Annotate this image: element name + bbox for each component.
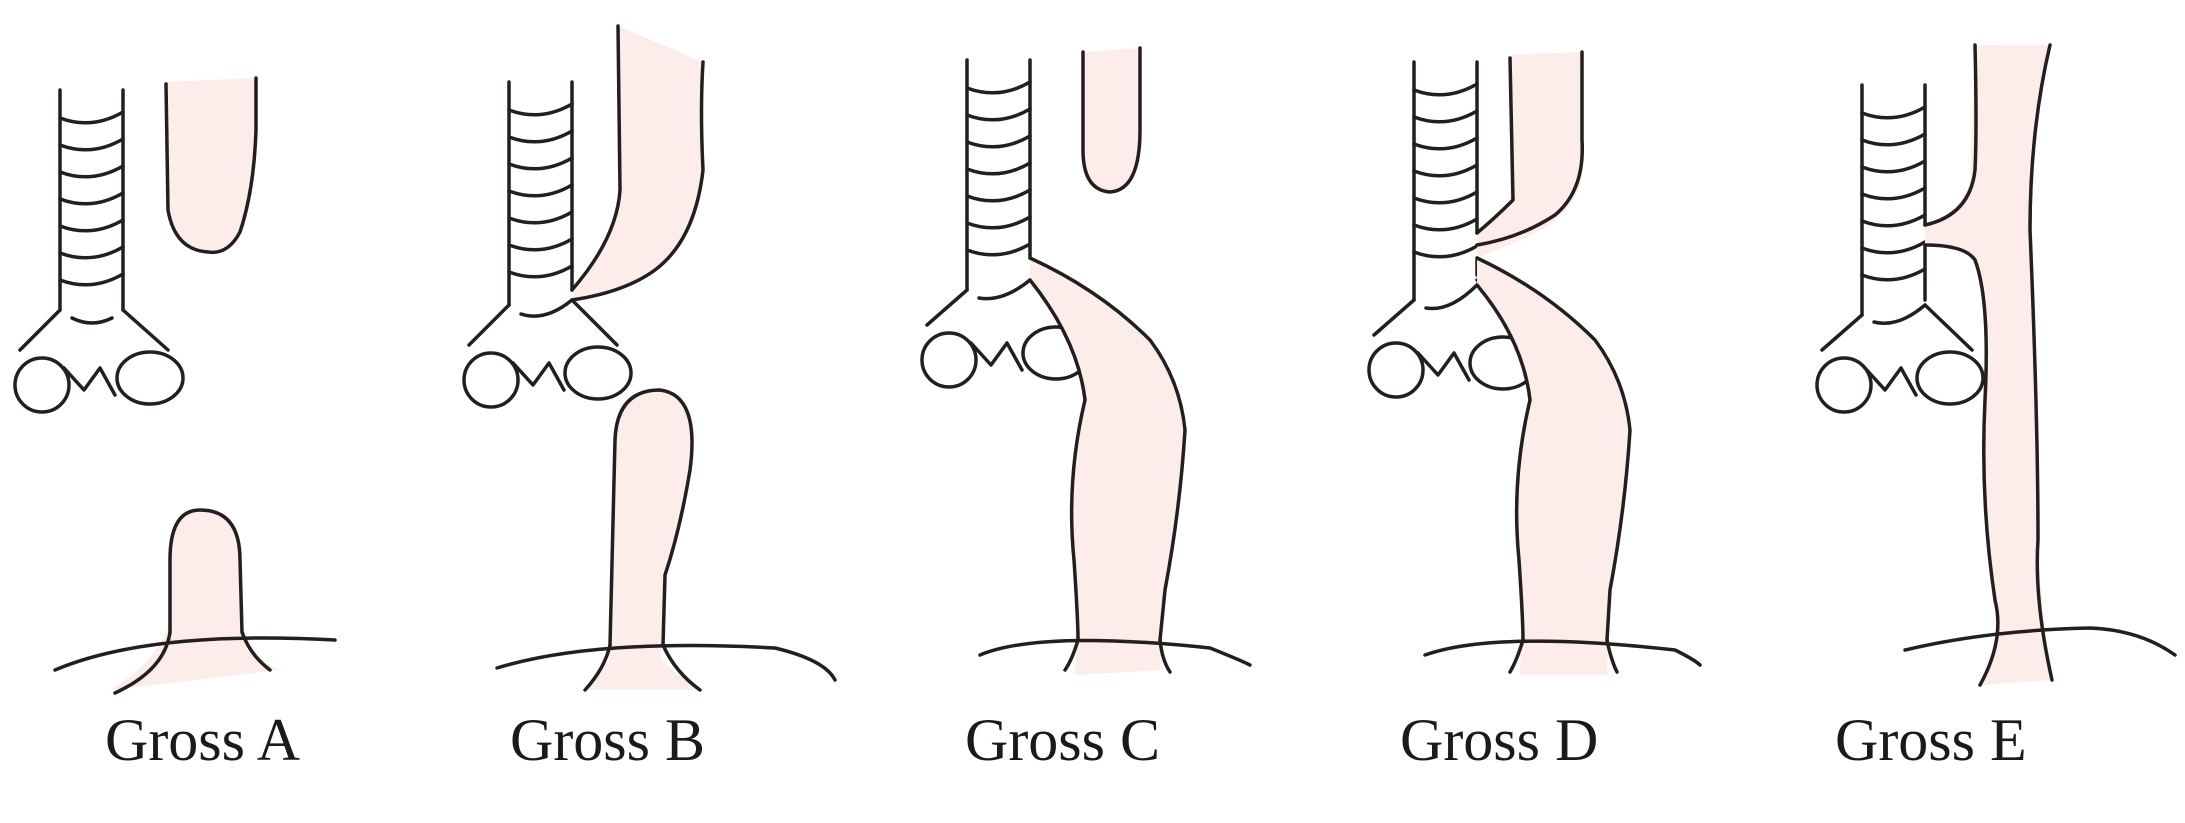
continuous-esophagus-h-fistula [1925,45,2052,685]
diaphragm [53,636,337,672]
diaphragm [1423,639,1702,667]
panel-gross-d: Gross D [1345,0,1765,823]
upper-esophageal-pouch-with-fistula [1477,52,1582,258]
diaphragm [978,638,1252,667]
trachea [920,58,1091,389]
diaphragm [495,643,837,682]
trachea [13,88,185,414]
panel-gross-e: Gross E [1790,0,2185,823]
upper-esophageal-pouch [1083,48,1140,192]
gross-e-illustration [1815,43,2177,687]
caption-gross-b: Gross B [510,707,706,773]
panel-gross-b: Gross B [445,0,865,823]
trachea [462,80,633,409]
caption-gross-a: Gross A [105,707,301,773]
gross-d-illustration [1367,50,1702,675]
diaphragm [1903,626,2177,657]
lower-esophageal-pouch [110,510,280,690]
panel-gross-a: Gross A [0,0,420,823]
caption-gross-e: Gross E [1835,707,2027,773]
upper-esophageal-pouch-with-fistula [572,26,703,300]
gross-a-illustration [13,76,337,695]
caption-gross-d: Gross D [1400,707,1599,773]
panel-gross-c: Gross C [900,0,1320,823]
gross-b-illustration [462,24,837,692]
upper-esophageal-pouch [166,78,256,253]
trachea [1815,83,1985,414]
gross-c-illustration [920,46,1252,675]
lower-esophagus-distal-fistula [1030,258,1185,675]
lower-esophagus-distal-fistula [1477,258,1630,675]
lower-esophageal-pouch [585,390,700,690]
caption-gross-c: Gross C [965,707,1161,773]
